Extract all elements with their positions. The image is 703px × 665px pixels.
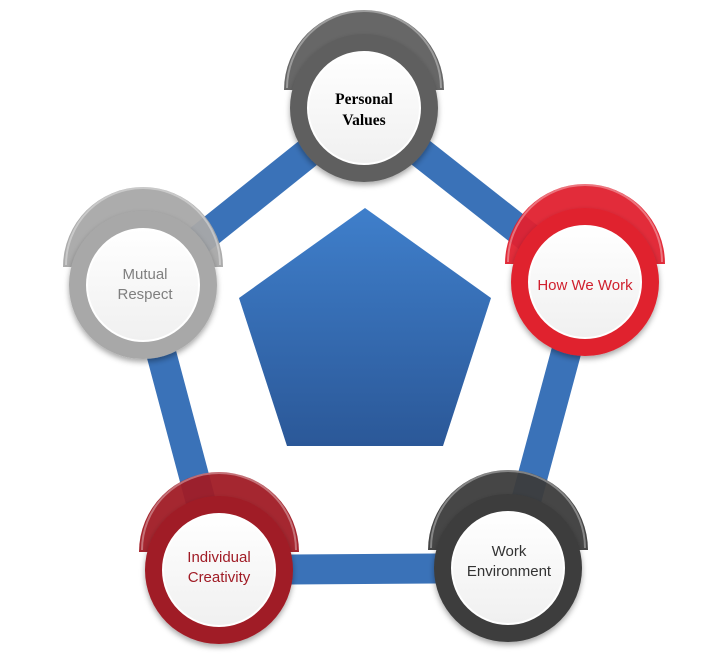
node-inner-disc: [162, 513, 276, 627]
node-cap-highlight: [286, 10, 442, 89]
node-individual-creativity: [139, 472, 299, 644]
node-mutual-respect: [63, 187, 223, 359]
node-label-personal-values: Personal Values: [335, 91, 393, 129]
node-label-mutual-respect: Mutual Respect: [117, 266, 173, 303]
node-cap-highlight: [507, 184, 663, 263]
node-inner-disc: [451, 511, 565, 625]
node-label-how-we-work: How We Work: [537, 277, 633, 294]
node-inner-disc: [86, 228, 200, 342]
node-personal-values: [284, 10, 444, 182]
node-inner-disc: [528, 225, 642, 339]
node-how-we-work: [505, 184, 665, 356]
node-label-individual-creativity: Individual Creativity: [187, 549, 251, 586]
node-label-work-environment: Work Environment: [466, 543, 552, 580]
node-work-environment: [428, 470, 588, 642]
center-pentagon: [239, 208, 491, 446]
node-cap-highlight: [141, 472, 297, 551]
nodes-layer: [63, 10, 665, 644]
node-cap-highlight: [65, 187, 221, 266]
node-inner-disc: [307, 51, 421, 165]
node-cap-highlight: [430, 470, 586, 549]
